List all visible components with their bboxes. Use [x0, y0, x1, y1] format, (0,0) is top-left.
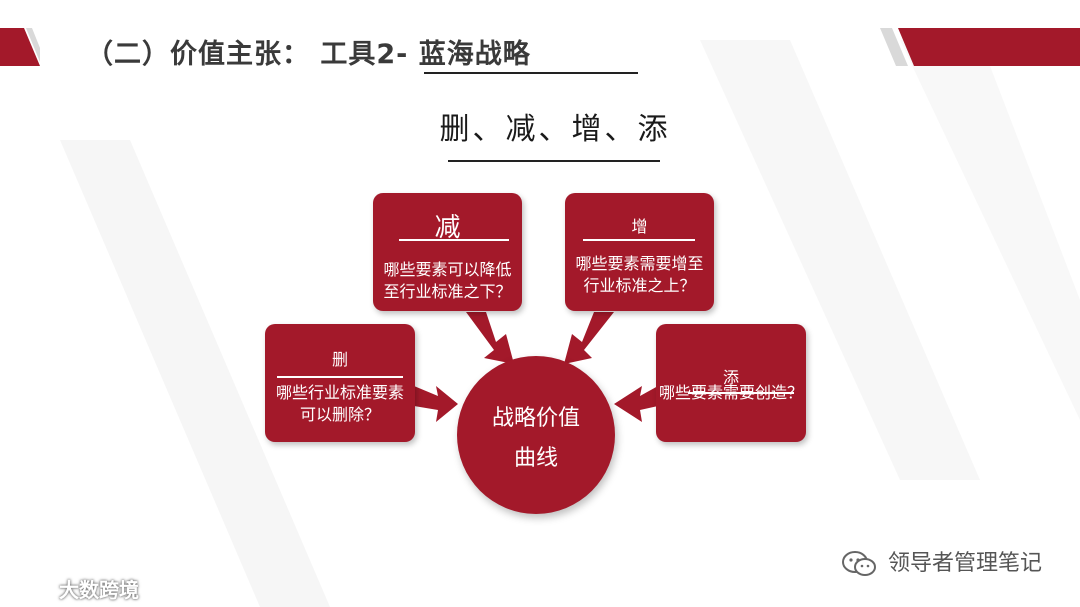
arrow-raise [564, 312, 614, 364]
subtitle-underline [448, 160, 660, 162]
page-title: （二）价值主张： 工具2- 蓝海战略 [86, 39, 531, 70]
arrow-eliminate [414, 386, 458, 422]
corner-accent-left [0, 28, 40, 66]
box-create-rule [688, 392, 794, 394]
box-reduce-text-2: 至行业标准之下？ [383, 282, 512, 301]
watermark-wechat: 领导者管理笔记 [841, 545, 1042, 578]
box-raise-text-1: 哪些要素需要增至 [575, 254, 704, 273]
center-label-2: 曲线 [513, 446, 558, 471]
box-eliminate-text-1: 哪些行业标准要素 [275, 383, 404, 402]
box-create-title: 添 [722, 368, 739, 387]
box-create: 添 哪些要素需要创造？ [656, 324, 806, 442]
wechat-icon [841, 551, 876, 576]
box-reduce-title: 减 [434, 213, 461, 243]
box-reduce-text-1: 哪些要素可以降低 [383, 260, 512, 279]
box-raise-rule [583, 239, 695, 241]
box-eliminate-title: 删 [331, 350, 348, 369]
logo-icon [9, 583, 48, 600]
box-reduce: 减 哪些要素可以降低 至行业标准之下？ [373, 193, 522, 311]
watermark-logo: 大数跨境 [8, 574, 139, 603]
watermark-right-text: 领导者管理笔记 [887, 551, 1042, 576]
corner-accent-right [880, 28, 1080, 66]
box-eliminate-rule [277, 376, 403, 378]
subtitle: 删、减、增、添 [439, 112, 671, 147]
arrow-reduce [466, 312, 514, 364]
box-reduce-rule [399, 239, 509, 241]
center-circle: 战略价值 曲线 [457, 356, 615, 514]
box-raise-text-2: 行业标准之上？ [583, 276, 696, 295]
arrow-create [614, 386, 658, 422]
center-label-1: 战略价值 [491, 406, 580, 431]
watermark-left-text: 大数跨境 [58, 578, 139, 602]
title-underline [424, 72, 638, 74]
box-eliminate: 删 哪些行业标准要素 可以删除？ [265, 324, 415, 442]
box-raise-title: 增 [631, 217, 648, 236]
box-eliminate-text-2: 可以删除？ [299, 405, 380, 424]
box-raise: 增 哪些要素需要增至 行业标准之上？ [565, 193, 714, 311]
